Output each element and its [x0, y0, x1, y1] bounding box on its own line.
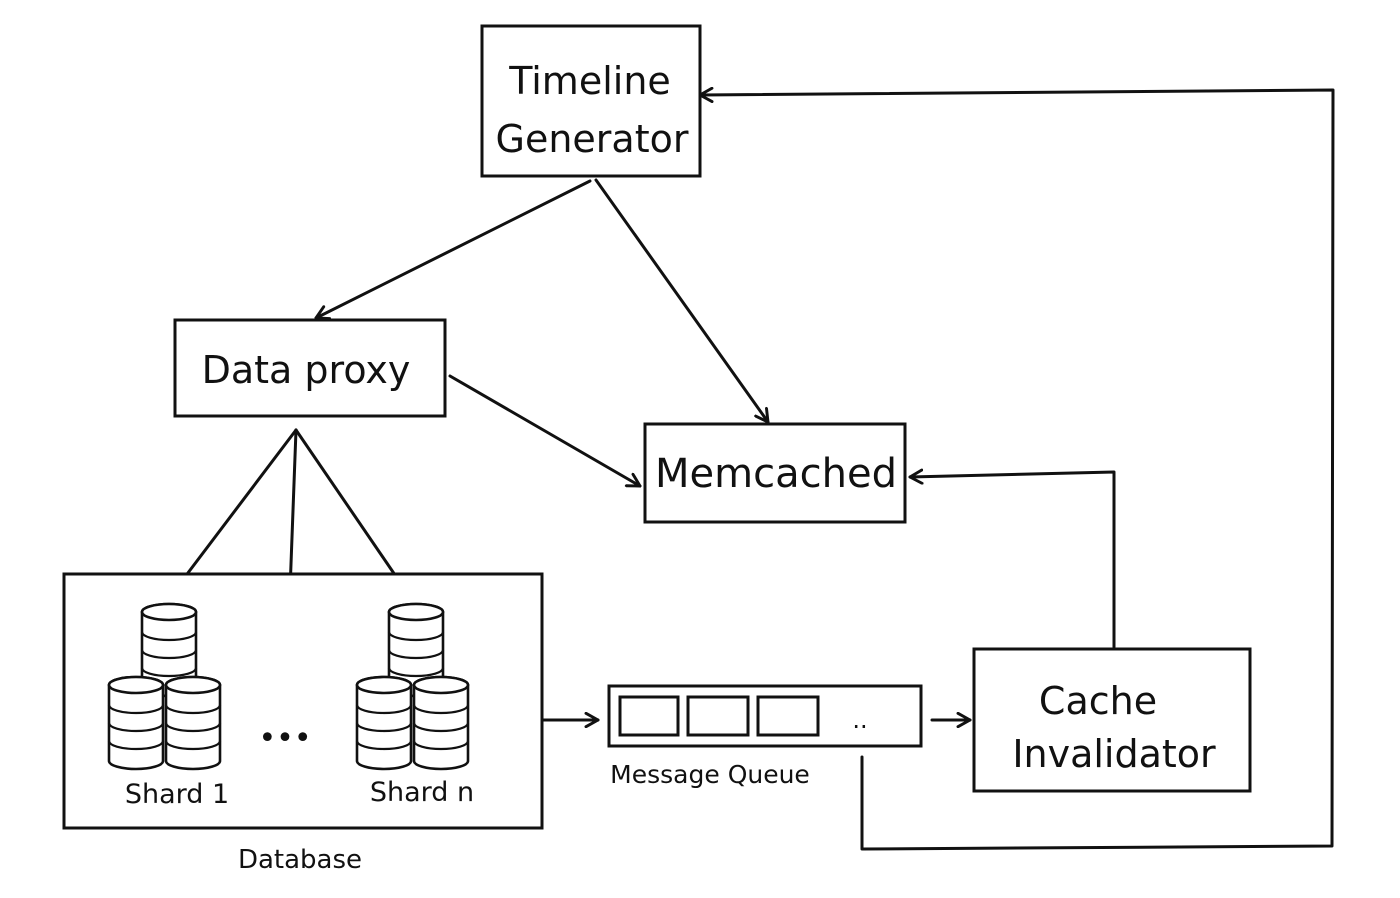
timeline-generator-label-line1: Timeline: [508, 59, 671, 103]
message-queue-node: ..: [607, 684, 923, 748]
edges: [170, 90, 1335, 851]
queue-slot-3: [756, 695, 820, 737]
cache-invalidator-label-line1: Cache: [1039, 679, 1157, 723]
edge-dataproxy-to-shardn: [294, 428, 410, 596]
shard-n-label: Shard n: [370, 777, 474, 808]
timeline-generator-node: Timeline Generator: [480, 24, 702, 178]
queue-slot-2: [686, 695, 750, 737]
database-label: Database: [238, 845, 362, 875]
cache-invalidator-label-line2: Invalidator: [1012, 732, 1216, 776]
database-ellipsis: •••: [258, 721, 311, 756]
edge-dataproxy-to-shard1: [170, 428, 298, 596]
database-node: ••• Shard 1 Shard n: [62, 572, 544, 830]
message-queue-label: Message Queue: [610, 760, 810, 789]
shard-1-label: Shard 1: [125, 779, 229, 810]
memcached-label: Memcached: [655, 451, 897, 497]
memcached-node: Memcached: [643, 422, 907, 524]
queue-slot-1: [618, 695, 680, 737]
edge-queue-to-timeline: [698, 90, 1335, 851]
edge-dataproxy-to-memcached: [448, 374, 642, 488]
timeline-generator-label-line2: Generator: [496, 117, 689, 161]
edge-timeline-to-dataproxy: [314, 179, 592, 318]
edge-timeline-to-memcached: [594, 178, 770, 424]
queue-ellipsis: ..: [852, 706, 867, 734]
data-proxy-node: Data proxy: [173, 318, 447, 418]
data-proxy-label: Data proxy: [202, 348, 411, 392]
edge-invalidator-to-memcached: [908, 472, 1116, 649]
cache-invalidator-node: Cache Invalidator: [972, 647, 1252, 793]
